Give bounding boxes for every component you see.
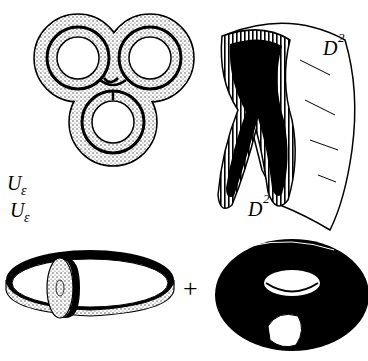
- subscript: ε: [24, 211, 30, 225]
- plus-sign: +: [183, 276, 198, 302]
- band-with-disk: [6, 250, 174, 318]
- solid-torus: [215, 239, 368, 351]
- subscript: ε: [21, 184, 27, 198]
- region-letter: D: [248, 199, 262, 219]
- superscript: 2: [338, 31, 345, 44]
- region-letter: U: [10, 200, 24, 220]
- superscript: 2: [263, 192, 270, 205]
- region-letter: U: [7, 173, 21, 193]
- three-circle-neighbourhood: [34, 14, 194, 166]
- disk-surface: [218, 23, 355, 230]
- region-letter: D: [323, 38, 337, 58]
